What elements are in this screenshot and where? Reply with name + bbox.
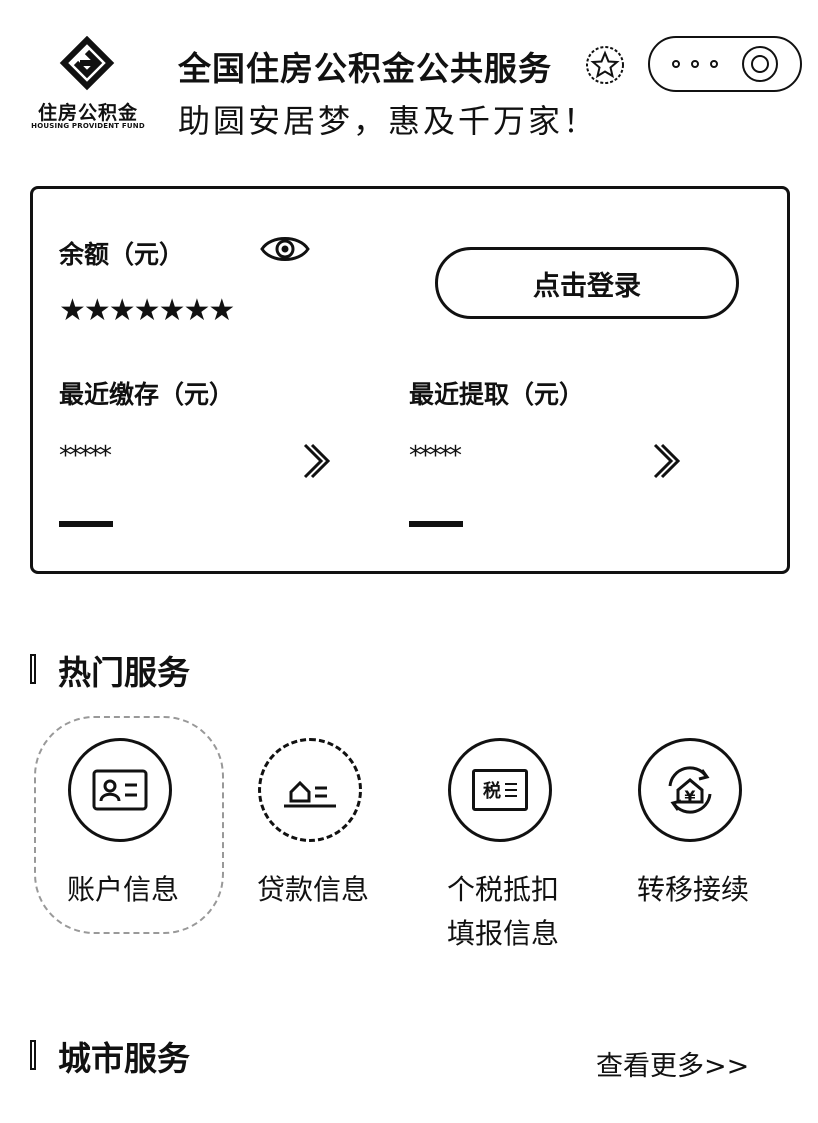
- service-label: 账户信息: [66, 873, 179, 906]
- selected-highlight: [34, 716, 224, 934]
- tax-icon: 税: [448, 738, 552, 842]
- more-options-icon[interactable]: [672, 53, 718, 75]
- miniapp-capsule: [648, 36, 802, 92]
- deposit-chevron-right-icon[interactable]: [301, 441, 331, 481]
- recent-deposit-value: *****: [59, 441, 112, 471]
- header: 住房公积金 HOUSING PROVIDENT FUND 全国住房公积金公共服务…: [0, 0, 818, 150]
- recent-withdraw-value: *****: [409, 441, 462, 471]
- service-label: 转移接续: [636, 873, 749, 906]
- housing-fund-logo: 住房公积金 HOUSING PROVIDENT FUND: [28, 36, 148, 136]
- account-summary-card: 余额（元） ★★★★★★★ 点击登录 最近缴存（元） ***** 最近提取（元）…: [30, 186, 790, 574]
- hot-services-title: 热门服务: [58, 653, 190, 692]
- tax-icon-glyph: 税: [483, 781, 501, 802]
- service-transfer[interactable]: ¥ 转移接续: [598, 738, 788, 938]
- toggle-visibility-eye-icon[interactable]: [259, 231, 311, 267]
- city-services-title: 城市服务: [58, 1039, 190, 1078]
- service-tax-deduction[interactable]: 税 个税抵扣 填报信息: [408, 738, 598, 950]
- city-services-marker: [30, 1040, 36, 1070]
- service-label: 个税抵扣 填报信息: [446, 873, 559, 950]
- logo-english-text: HOUSING PROVIDENT FUND: [31, 122, 145, 130]
- star-badge-icon: [586, 46, 624, 84]
- close-miniapp-icon[interactable]: [742, 46, 778, 82]
- balance-value: ★★★★★★★: [59, 293, 235, 328]
- withdraw-chevron-right-icon[interactable]: [651, 441, 681, 481]
- loan-house-icon: [258, 738, 362, 842]
- service-loan-info[interactable]: 贷款信息: [218, 738, 408, 938]
- view-more-link[interactable]: 查看更多>>: [596, 1051, 750, 1082]
- yuan-glyph: ¥: [684, 786, 696, 806]
- recent-deposit-placeholder: [59, 521, 113, 527]
- logo-chinese-text: 住房公积金: [37, 102, 138, 124]
- account-card-icon: [68, 738, 172, 842]
- slogan: 助圆安居梦，惠及千万家！: [178, 102, 599, 140]
- service-label: 贷款信息: [256, 873, 369, 906]
- logo-mark-icon: [59, 36, 115, 91]
- transfer-yuan-icon: ¥: [638, 738, 742, 842]
- app-title: 全国住房公积金公共服务: [178, 49, 552, 88]
- recent-withdraw-placeholder: [409, 521, 463, 527]
- service-account-info[interactable]: 账户信息: [28, 738, 218, 938]
- recent-withdraw-label: 最近提取（元）: [409, 380, 585, 409]
- balance-label: 余额（元）: [59, 240, 185, 269]
- recent-deposit-label: 最近缴存（元）: [59, 380, 235, 409]
- login-button[interactable]: 点击登录: [435, 247, 739, 319]
- hot-services-marker: [30, 654, 36, 684]
